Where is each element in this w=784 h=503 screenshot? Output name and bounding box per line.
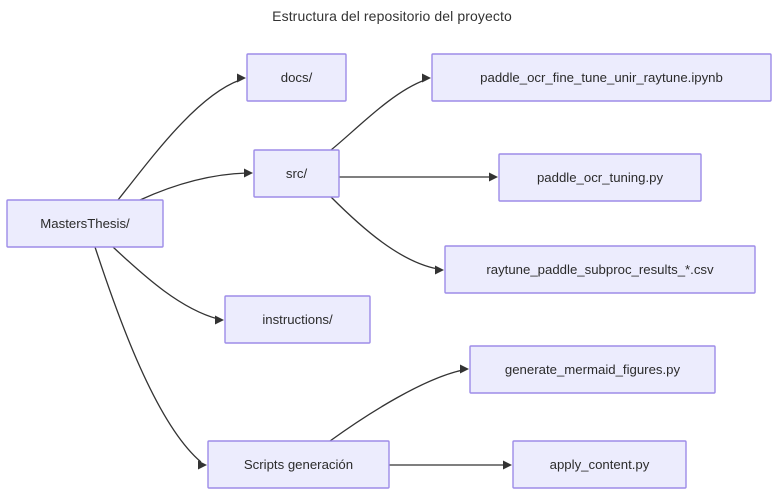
node-tuning[interactable]: paddle_ocr_tuning.py [498,153,702,202]
edge-root-to-src [139,168,253,201]
node-box[interactable] [253,149,340,198]
node-box[interactable] [246,53,347,102]
node-box[interactable] [224,295,371,344]
node-instructions[interactable]: instructions/ [224,295,371,344]
node-box[interactable] [207,440,390,489]
edge-src-to-csv [330,196,444,275]
node-box[interactable] [512,440,687,489]
edge-line [117,79,241,201]
edge-root-to-scripts [94,246,207,470]
edge-scripts-to-mermaid [329,364,469,442]
node-docs[interactable]: docs/ [246,53,347,102]
edge-arrowhead-icon [435,265,444,275]
edge-arrowhead-icon [422,73,431,83]
node-label: src/ [286,166,308,181]
edges-layer [94,73,512,470]
node-box[interactable] [444,245,756,294]
edge-arrowhead-icon [503,460,512,470]
edge-arrowhead-icon [489,172,498,182]
node-box[interactable] [469,345,716,394]
edge-root-to-instructions [112,246,224,325]
node-label: Scripts generación [244,457,353,472]
node-csv[interactable]: raytune_paddle_subproc_results_*.csv [444,245,756,294]
node-label: MastersThesis/ [40,216,130,231]
node-label: paddle_ocr_tuning.py [537,170,664,185]
node-label: generate_mermaid_figures.py [505,362,681,377]
edge-arrowhead-icon [460,364,469,374]
edge-line [94,246,202,463]
node-box[interactable] [6,199,164,248]
edge-line [112,246,219,320]
node-notebook[interactable]: paddle_ocr_fine_tune_unir_raytune.ipynb [431,53,772,102]
edge-root-to-docs [117,73,246,201]
edge-src-to-tuning [339,172,498,182]
edge-arrowhead-icon [215,315,224,325]
nodes-layer: MastersThesis/docs/src/paddle_ocr_fine_t… [6,53,772,489]
node-box[interactable] [498,153,702,202]
edge-line [330,196,439,270]
node-box[interactable] [431,53,772,102]
diagram-title: Estructura del repositorio del proyecto [272,8,512,24]
edge-arrowhead-icon [244,168,253,178]
edge-arrowhead-icon [237,73,246,83]
node-src[interactable]: src/ [253,149,340,198]
edge-scripts-to-apply [389,460,512,470]
node-label: instructions/ [262,312,333,327]
node-mermaid[interactable]: generate_mermaid_figures.py [469,345,716,394]
edge-line [329,369,464,442]
edge-arrowhead-icon [198,460,207,470]
edge-line [330,79,426,151]
node-label: apply_content.py [550,457,650,472]
edge-src-to-notebook [330,73,431,151]
edge-line [139,172,248,201]
node-label: paddle_ocr_fine_tune_unir_raytune.ipynb [480,70,723,85]
node-scripts[interactable]: Scripts generación [207,440,390,489]
node-label: docs/ [281,70,313,85]
node-label: raytune_paddle_subproc_results_*.csv [486,262,714,277]
node-root[interactable]: MastersThesis/ [6,199,164,248]
node-apply[interactable]: apply_content.py [512,440,687,489]
